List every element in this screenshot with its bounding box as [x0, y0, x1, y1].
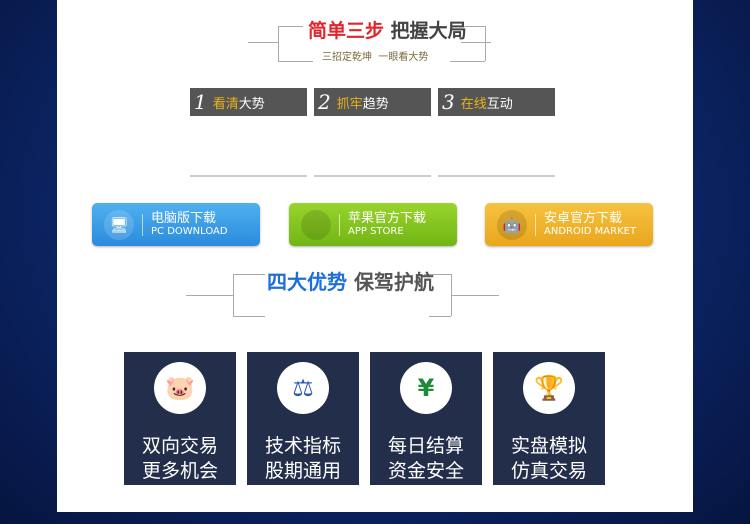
title-gray: 保驾护航	[353, 270, 434, 294]
monitor-download-icon: 🖥	[104, 209, 134, 240]
feature-line: 技术指标	[264, 435, 341, 457]
feature-card: ⚖ 技术指标股期通用	[247, 352, 359, 485]
subtitle: 三招定乾坤 一眼看大势	[322, 52, 429, 63]
download-label: 电脑版下载	[151, 211, 217, 226]
shield-yen-icon: ¥	[400, 362, 452, 414]
download-sublabel: ANDROID MARKET	[544, 226, 637, 237]
android-icon: 🤖	[497, 209, 527, 240]
download-sublabel: PC DOWNLOAD	[151, 226, 228, 237]
step-3: 3 在线互动	[438, 88, 555, 116]
title-blue: 四大优势	[267, 270, 347, 294]
feature-card: 🏆 实盘模拟仿真交易	[493, 352, 605, 485]
step-text: 互动	[486, 96, 513, 112]
feature-line: 资金安全	[387, 460, 464, 482]
feature-line: 实盘模拟	[510, 435, 587, 457]
title-gray: 把握大局	[390, 20, 467, 42]
step-text: 大势	[238, 96, 265, 112]
gavel-icon: ⚖	[277, 362, 329, 414]
section-title-2: 四大优势 保驾护航	[267, 266, 434, 295]
step-number: 3	[442, 90, 455, 114]
section-title: 简单三步 把握大局	[308, 16, 467, 43]
title-red: 简单三步	[308, 20, 385, 42]
feature-line: 仿真交易	[510, 460, 587, 482]
download-sublabel: APP STORE	[348, 226, 404, 237]
feature-line: 更多机会	[141, 460, 218, 482]
step-text: 趋势	[362, 96, 389, 112]
feature-line: 每日结算	[387, 435, 464, 457]
step-number: 2	[318, 90, 331, 114]
step-2: 2 抓牢趋势	[314, 88, 431, 116]
feature-card: ¥ 每日结算资金安全	[370, 352, 482, 485]
step-highlight: 在线	[460, 96, 487, 112]
download-label: 安卓官方下载	[544, 211, 623, 226]
step-highlight: 抓牢	[336, 96, 363, 112]
trophy-icon: 🏆	[523, 362, 575, 414]
download-label: 苹果官方下载	[348, 211, 427, 226]
feature-line: 双向交易	[141, 435, 218, 457]
step-highlight: 看清	[212, 96, 239, 112]
step-1: 1 看清大势	[190, 88, 307, 116]
apple-icon	[301, 209, 331, 240]
feature-card: 🐷 双向交易更多机会	[124, 352, 236, 485]
piggy-bank-icon: 🐷	[154, 362, 206, 414]
step-number: 1	[194, 90, 207, 114]
feature-line: 股期通用	[264, 460, 341, 482]
